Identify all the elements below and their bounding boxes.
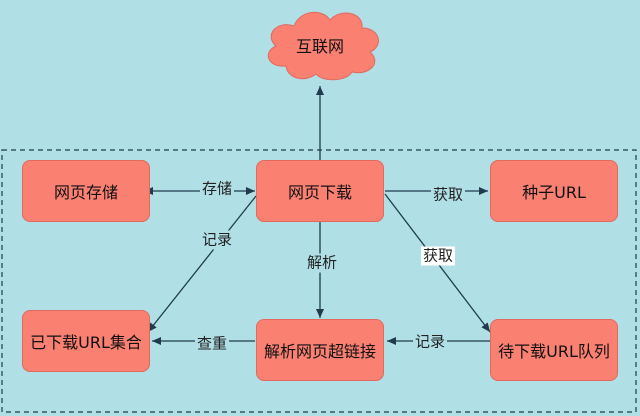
node-downloaded-url-set: 已下载URL集合: [22, 310, 150, 372]
node-seed-url: 种子URL: [490, 160, 618, 222]
internet-cloud: [267, 11, 379, 81]
internet-label: 互联网: [295, 37, 344, 56]
edge-label-fetch-seed: 获取: [430, 185, 466, 205]
node-web-storage: 网页存储: [22, 160, 150, 222]
node-pending-url-queue: 待下载URL队列: [490, 319, 618, 381]
edge-label-parse: 解析: [304, 253, 340, 273]
edge-label-store: 存储: [199, 179, 235, 199]
dashed-boundary: [1, 149, 637, 413]
node-web-download: 网页下载: [256, 160, 384, 222]
edge-download-downloadedset: [147, 195, 257, 333]
edge-label-record-right: 记录: [412, 332, 448, 352]
edge-label-fetch-queue: 获取: [420, 246, 456, 266]
node-parse-hyperlinks: 解析网页超链接: [256, 319, 384, 381]
edge-label-dedupe: 查重: [194, 334, 230, 354]
edge-label-record-left: 记录: [199, 230, 235, 250]
